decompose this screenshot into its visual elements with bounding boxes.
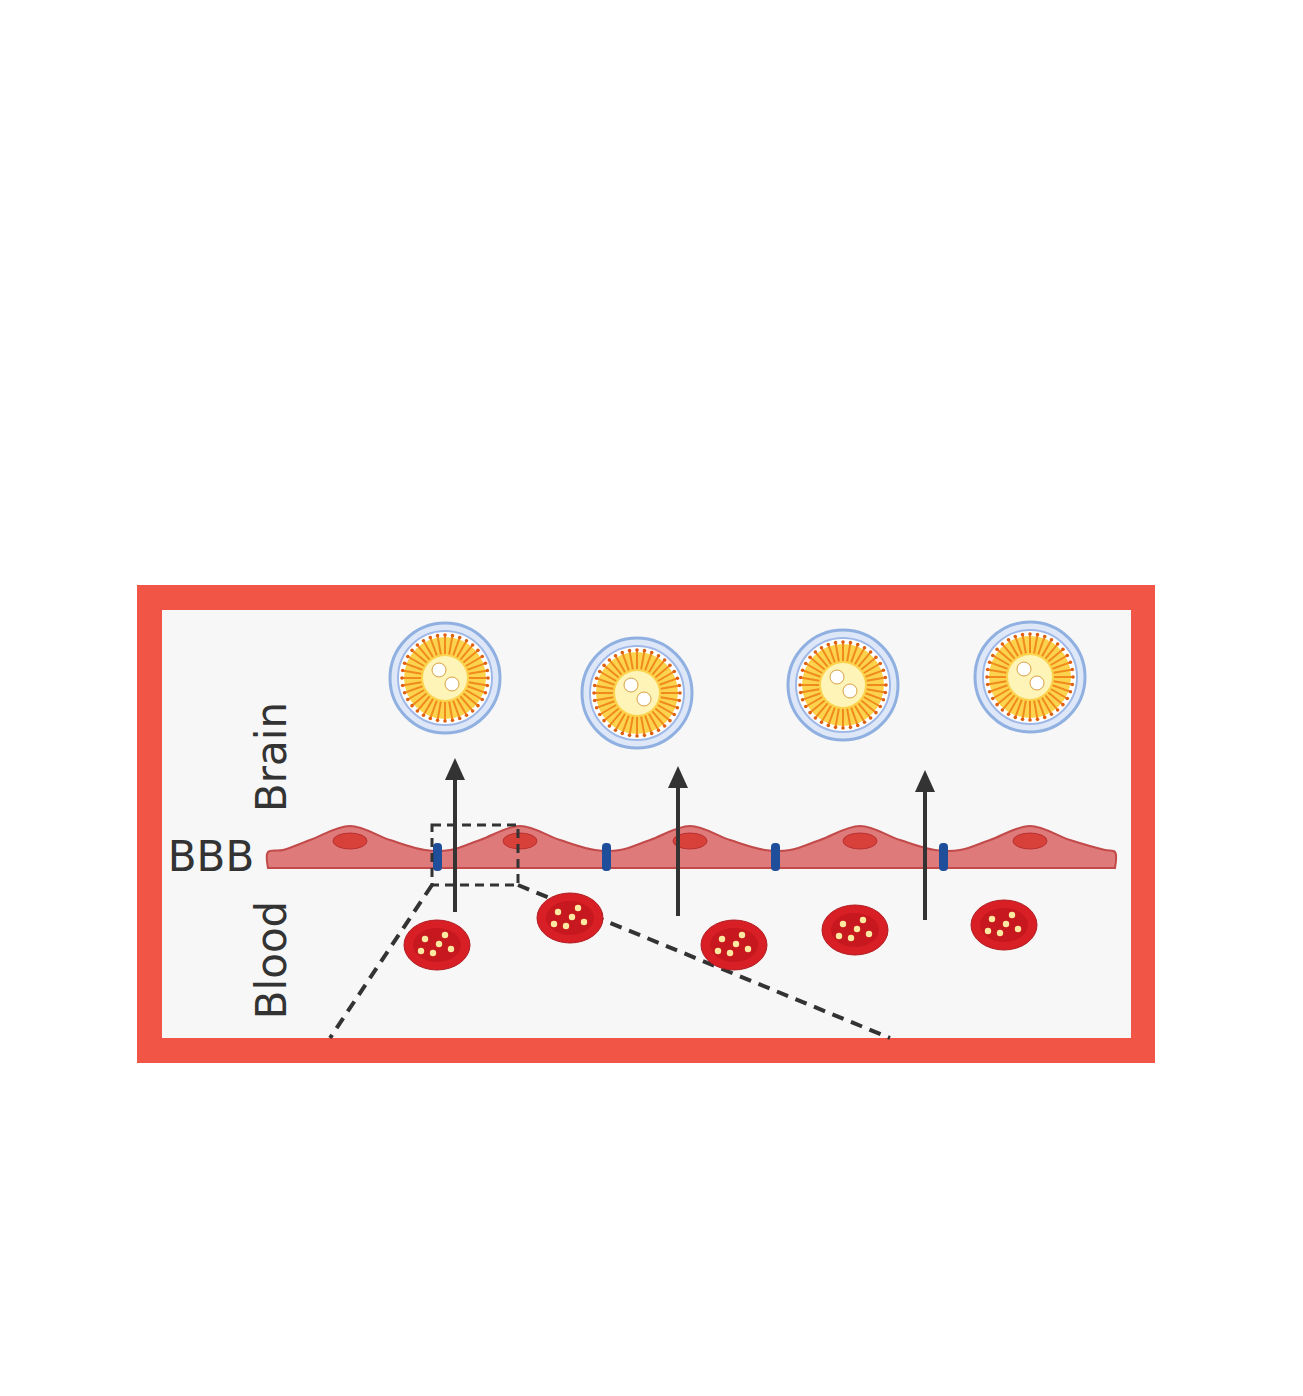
endothelial-cell bbox=[267, 826, 1116, 868]
zoom-box bbox=[432, 825, 518, 885]
red-blood-cell bbox=[404, 920, 470, 970]
tight-junction bbox=[602, 843, 611, 871]
tight-junctions bbox=[433, 843, 948, 871]
tight-junction bbox=[939, 843, 948, 871]
endothelium bbox=[267, 826, 1116, 868]
cell-nucleus bbox=[843, 833, 877, 849]
red-blood-cell bbox=[701, 920, 767, 970]
layer-label: BBB bbox=[168, 836, 254, 878]
region-label: Blood bbox=[251, 901, 293, 1020]
transport-arrow bbox=[445, 758, 465, 912]
zoom-line bbox=[518, 885, 890, 1038]
cell-nucleus bbox=[503, 833, 537, 849]
panel-ground bbox=[162, 610, 1131, 1038]
red-blood-cell bbox=[971, 900, 1037, 950]
red-blood-cell bbox=[537, 893, 603, 943]
cell-nucleus bbox=[1013, 833, 1047, 849]
transport-arrows bbox=[445, 758, 935, 920]
nanoparticle bbox=[582, 638, 692, 748]
nanoparticle bbox=[788, 630, 898, 740]
cell-nucleus bbox=[333, 833, 367, 849]
tight-junction bbox=[433, 843, 442, 871]
red-blood-cell bbox=[822, 905, 888, 955]
panel-frame bbox=[137, 585, 1155, 1063]
transport-arrow bbox=[668, 766, 688, 916]
nanoparticle bbox=[390, 623, 500, 733]
region-label: Brain bbox=[251, 702, 293, 812]
tight-junction bbox=[771, 843, 780, 871]
nanoparticles bbox=[390, 622, 1085, 748]
blood-cells bbox=[404, 893, 1037, 970]
nanoparticle bbox=[975, 622, 1085, 732]
transport-arrow bbox=[915, 770, 935, 920]
